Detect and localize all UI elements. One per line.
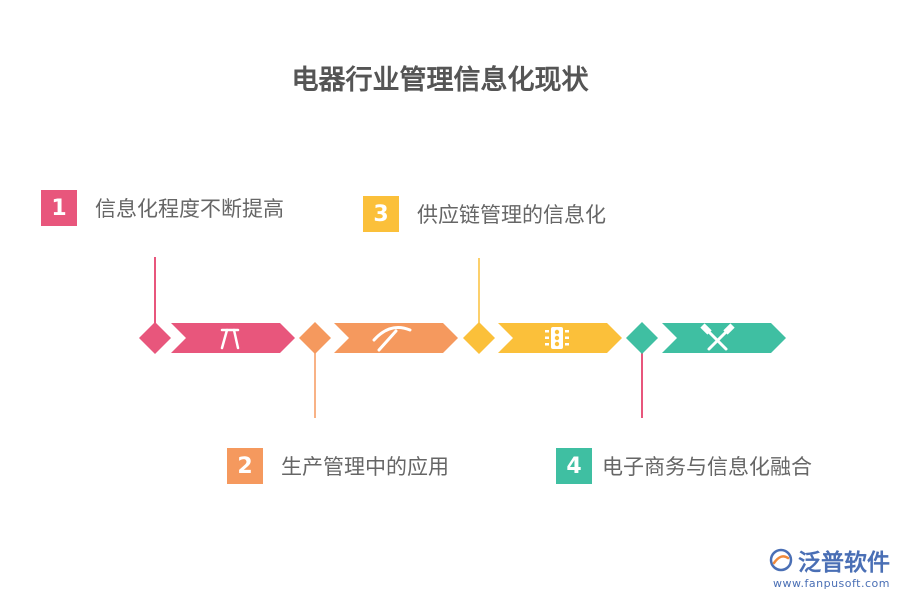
step-1-label: 信息化程度不断提高 xyxy=(95,197,284,221)
diamond-2 xyxy=(299,322,331,354)
brand-logo: 泛普软件 www.fanpusoft.com xyxy=(768,543,890,590)
step-1: 1 信息化程度不断提高 xyxy=(41,190,284,226)
diamond-3 xyxy=(463,322,495,354)
step-4: 4 电子商务与信息化融合 xyxy=(556,448,812,484)
step-2: 2 生产管理中的应用 xyxy=(227,448,449,484)
step-1-number: 1 xyxy=(41,190,77,226)
chevron-4 xyxy=(662,323,786,353)
pickaxe-icon xyxy=(372,326,412,352)
chevron-2 xyxy=(334,323,458,353)
step-3-number: 3 xyxy=(363,196,399,232)
page-title: 电器行业管理信息化现状 xyxy=(291,65,589,96)
diamond-1 xyxy=(139,322,171,354)
brand-name: 泛普软件 xyxy=(798,550,890,576)
chevron-1 xyxy=(171,323,295,353)
step-3-label: 供应链管理的信息化 xyxy=(417,203,606,227)
drafting-compass-icon xyxy=(220,328,240,350)
brand-mark-icon xyxy=(769,548,793,572)
crossed-hammers-icon xyxy=(700,323,735,351)
step-2-label: 生产管理中的应用 xyxy=(281,455,449,479)
brand-url: www.fanpusoft.com xyxy=(773,577,890,590)
diamond-4 xyxy=(626,322,658,354)
step-3: 3 供应链管理的信息化 xyxy=(363,196,606,232)
traffic-light-icon xyxy=(545,327,569,349)
step-4-label: 电子商务与信息化融合 xyxy=(602,455,812,479)
step-4-number: 4 xyxy=(556,448,592,484)
step-2-number: 2 xyxy=(227,448,263,484)
